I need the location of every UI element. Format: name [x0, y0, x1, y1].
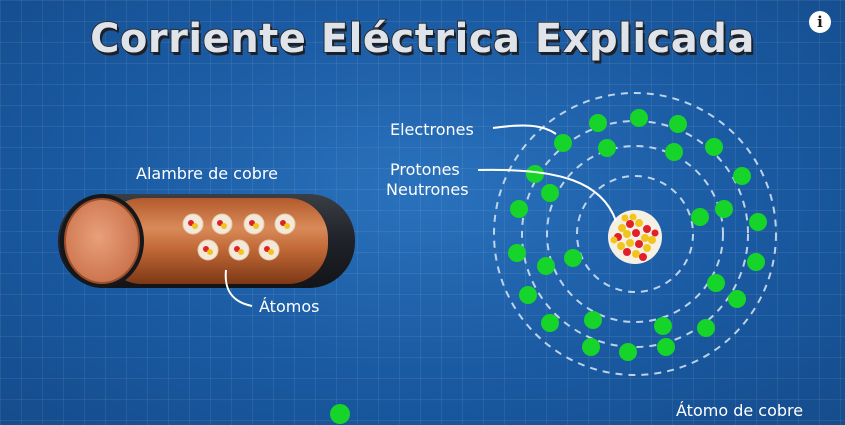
wire-copper-end: [64, 198, 140, 284]
electron: [589, 114, 607, 132]
electron: [707, 274, 725, 292]
electron: [654, 317, 672, 335]
nucleus: [608, 210, 662, 264]
wire-label: Alambre de cobre: [136, 164, 278, 183]
electron: [747, 253, 765, 271]
electrons-label: Electrones: [390, 120, 474, 139]
electron: [697, 319, 715, 337]
electron: [519, 286, 537, 304]
electron: [691, 208, 709, 226]
atom-icon: [228, 239, 250, 261]
electrons: [330, 109, 767, 424]
wire-copper-core: [102, 198, 328, 284]
electron-shells: [493, 92, 777, 376]
info-icon[interactable]: i: [809, 11, 831, 33]
electron: [657, 338, 675, 356]
electron: [598, 139, 616, 157]
electron: [537, 257, 555, 275]
electron: [619, 343, 637, 361]
protons-label: Protones: [390, 160, 460, 179]
electron: [584, 311, 602, 329]
atom-icon: [182, 213, 204, 235]
atom-icon: [211, 213, 233, 235]
electron: [665, 143, 683, 161]
copper-atom-caption: Átomo de cobre: [676, 401, 804, 420]
electron: [330, 404, 350, 424]
shell-2: [546, 145, 724, 323]
electron: [564, 249, 582, 267]
copper-wire: [58, 194, 355, 307]
electron: [582, 338, 600, 356]
electron: [705, 138, 723, 156]
atom-icon: [274, 213, 296, 235]
atom-icon: [258, 239, 280, 261]
wire-atoms: [182, 213, 296, 261]
electron: [526, 165, 544, 183]
electron: [541, 184, 559, 202]
electron: [733, 167, 751, 185]
nucleus-pointer-line: [477, 168, 617, 222]
shell-1: [576, 175, 694, 293]
atom-icon: [243, 213, 265, 235]
atoms-pointer-line: [224, 269, 253, 307]
electron: [728, 290, 746, 308]
electron: [715, 200, 733, 218]
electrons-pointer-line: [492, 124, 557, 135]
atom-icon: [197, 239, 219, 261]
neutrons-label: Neutrones: [386, 180, 469, 199]
electron: [630, 109, 648, 127]
page-title: Corriente Eléctrica Explicada: [89, 15, 755, 63]
electron: [749, 213, 767, 231]
electron: [554, 134, 572, 152]
shell-3: [521, 120, 749, 348]
electron: [669, 115, 687, 133]
electron: [510, 200, 528, 218]
atoms-label: Átomos: [259, 297, 320, 316]
electron: [541, 314, 559, 332]
electron: [508, 244, 526, 262]
copper-atom: [330, 92, 777, 424]
shell-4: [493, 92, 777, 376]
